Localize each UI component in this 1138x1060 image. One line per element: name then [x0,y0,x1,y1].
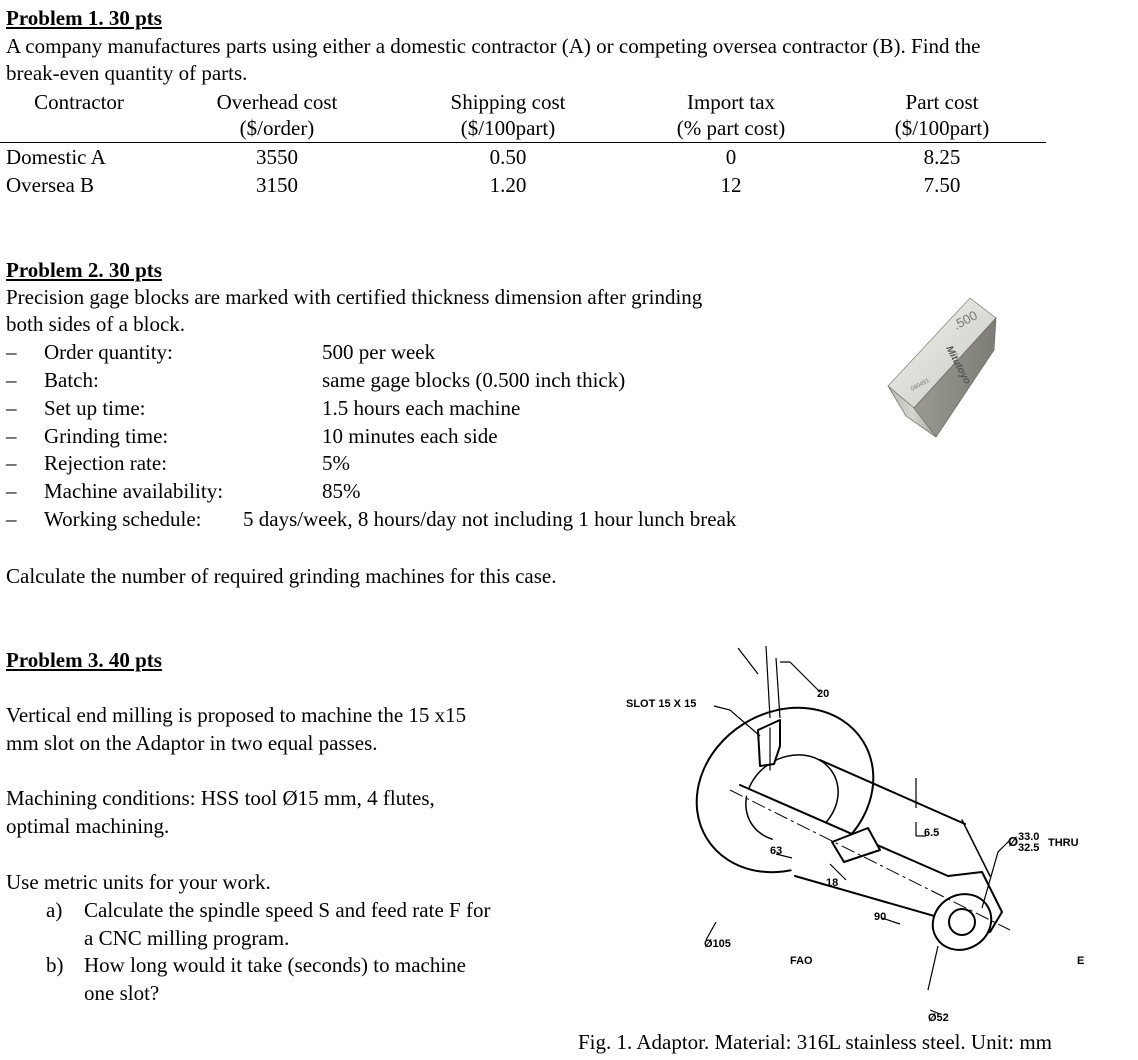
problem3-text-line1: Vertical end milling is proposed to mach… [6,703,467,727]
table-header-rule [0,142,1046,143]
shaft-step [961,819,991,877]
spec-label: Rejection rate: [44,451,168,475]
problem2-heading: Problem 2. 30 pts [6,258,162,282]
list-dash: – [6,340,17,364]
question-b-line2: one slot? [84,981,160,1005]
fao-label: FAO [790,955,813,967]
shaft-flat [831,827,881,863]
bore-diameter-symbol: Ø [1008,834,1018,849]
row-a-contractor: Domestic A [6,145,106,169]
dimension-20: 20 [817,688,829,700]
dimension-18: 18 [826,877,838,889]
spec-value: 1.5 hours each machine [322,396,521,420]
problem3-conditions-line2: optimal machining. [6,814,170,838]
spec-label: Batch: [44,368,99,392]
row-a-import-tax: 0 [725,145,737,169]
header-overhead: Overhead cost [216,90,338,114]
slot-15x15 [757,719,781,767]
list-dash: – [6,368,17,392]
problem1-text-line2: break-even quantity of parts. [6,61,248,85]
question-b-line1: How long would it take (seconds) to mach… [84,953,466,977]
problem1-heading: Problem 1. 30 pts [6,6,162,30]
spec-label: Order quantity: [44,340,173,364]
problem3-heading: Problem 3. 40 pts [6,648,162,672]
question-a-line1: Calculate the spindle speed S and feed r… [84,898,491,922]
dimension-63: 63 [770,845,782,857]
row-a-shipping: 0.50 [489,145,527,169]
header-contractor: Contractor [34,90,124,114]
centerline [729,789,1011,931]
row-b-overhead: 3150 [256,173,298,197]
gage-block-side-face [887,385,937,438]
row-b-import-tax: 12 [720,173,742,197]
header-import-tax-unit: (% part cost) [676,116,786,140]
schedule-value: 5 days/week, 8 hours/day not including 1… [243,507,737,531]
list-dash: – [6,451,17,475]
bore-thru-note: THRU [1048,837,1079,849]
spec-label: Grinding time: [44,424,169,448]
row-a-part-cost: 8.25 [923,145,961,169]
slot-label: SLOT 15 X 15 [626,698,696,710]
dimension-90: 90 [874,911,886,923]
schedule-label: Working schedule: [44,507,202,531]
bore-upper-limit: 33.0 [1018,831,1039,843]
header-shipping-unit: ($/100part) [460,116,556,140]
spec-label: Machine availability: [44,479,224,503]
list-dash: – [6,507,17,531]
list-dash: – [6,479,17,503]
shaft-top-edge [819,759,966,825]
figure-caption: Fig. 1. Adaptor. Material: 316L stainles… [578,1030,1053,1054]
spec-value: 85% [322,479,361,503]
row-b-part-cost: 7.50 [923,173,961,197]
problem2-text-line2: both sides of a block. [6,312,186,336]
spec-value: 5% [322,451,350,475]
header-part-cost: Part cost [905,90,979,114]
list-dash: – [6,424,17,448]
adaptor-drawing: SLOT 15 X 15 20 6.5 63 18 90 Ø105 FAO Ø5… [626,645,1084,1024]
diameter-105: Ø105 [704,938,731,950]
header-shipping: Shipping cost [450,90,566,114]
header-overhead-unit: ($/order) [239,116,315,140]
spec-label: Set up time: [44,396,146,420]
diameter-52: Ø52 [928,1012,949,1024]
list-dash: – [6,396,17,420]
problem3-text-line2: mm slot on the Adaptor in two equal pass… [6,731,378,755]
dimension-leaders [705,645,1011,1015]
problem2-text-line1: Precision gage blocks are marked with ce… [6,285,703,309]
spec-value: same gage blocks (0.500 inch thick) [322,368,626,392]
header-part-cost-unit: ($/100part) [894,116,990,140]
problem1-text-line1: A company manufactures parts using eithe… [6,34,981,58]
row-b-contractor: Oversea B [6,173,95,197]
gage-block-image: .500 Mitutoyo 060491 [887,297,997,438]
row-b-shipping: 1.20 [489,173,527,197]
bore-lower-limit: 32.5 [1018,842,1039,854]
corner-e-mark: E [1077,955,1084,967]
bore-circle [948,908,976,936]
problem2-question: Calculate the number of required grindin… [6,564,557,588]
question-a-marker: a) [46,898,63,922]
spec-value: 500 per week [322,340,436,364]
question-a-line2: a CNC milling program. [84,926,290,950]
question-b-marker: b) [46,953,64,977]
header-import-tax: Import tax [686,90,776,114]
row-a-overhead: 3550 [256,145,298,169]
problem3-units: Use metric units for your work. [6,870,271,894]
dimension-6-5: 6.5 [924,827,939,839]
spec-value: 10 minutes each side [322,424,498,448]
problem3-conditions-line1: Machining conditions: HSS tool Ø15 mm, 4… [6,786,435,810]
